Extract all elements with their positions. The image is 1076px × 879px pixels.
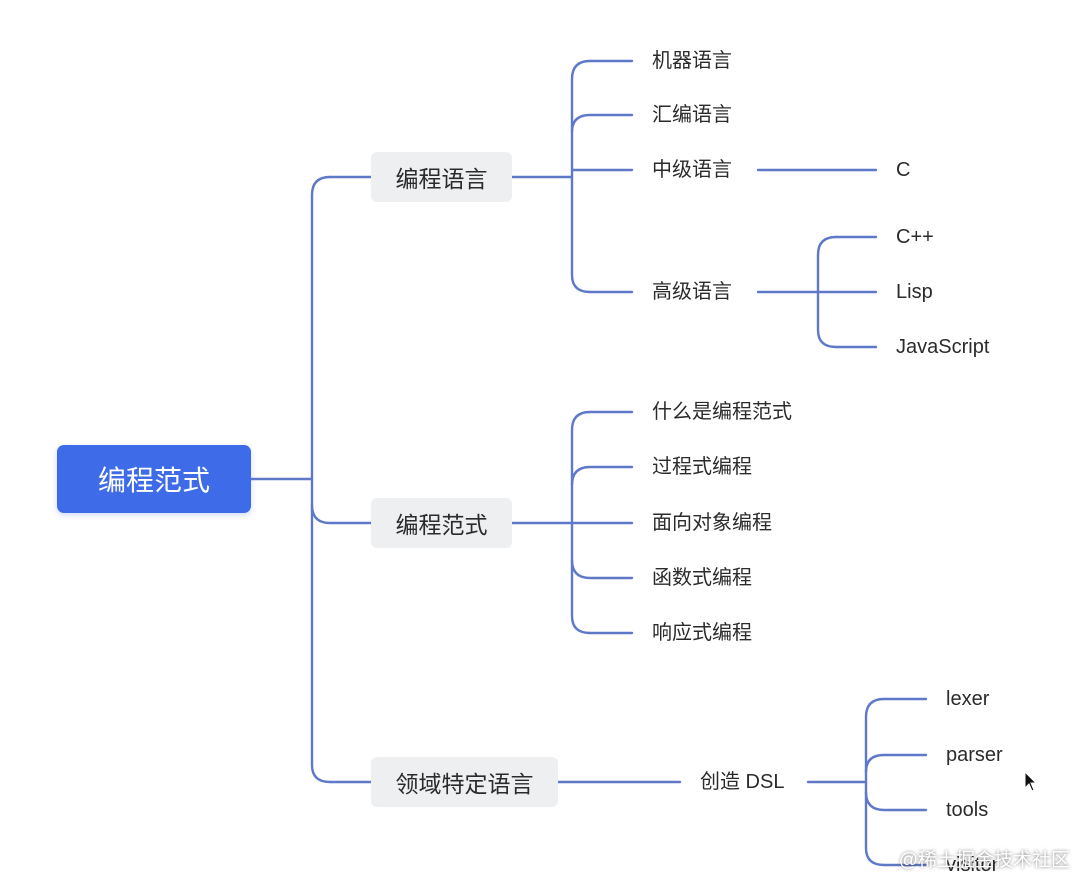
connector-b2-c2	[570, 465, 634, 487]
leaf-visitor[interactable]: visitor	[946, 854, 999, 876]
leaf-javascript[interactable]: JavaScript	[896, 336, 990, 358]
leaf-procedural[interactable]: 过程式编程	[652, 456, 752, 478]
root-node[interactable]: 编程范式	[57, 445, 251, 513]
leaf-lisp[interactable]: Lisp	[896, 281, 933, 303]
mouse-cursor-icon	[1024, 771, 1038, 792]
leaf-assembly-language[interactable]: 汇编语言	[652, 104, 732, 126]
leaf-lexer[interactable]: lexer	[946, 688, 990, 710]
branch-node-programming-languages[interactable]: 编程语言	[371, 152, 512, 202]
leaf-reactive[interactable]: 响应式编程	[652, 622, 752, 644]
connector-dsl-trunk	[864, 697, 886, 867]
connector-b2-c4	[570, 558, 634, 580]
leaf-tools[interactable]: tools	[946, 799, 989, 821]
connector-root-trunk	[310, 175, 332, 784]
watermark: @稀土掘金技术社区	[898, 850, 1070, 871]
leaf-c[interactable]: C	[896, 159, 911, 181]
connector-root-mid	[310, 503, 373, 525]
connector-b1-trunk	[570, 59, 592, 294]
leaf-object-oriented[interactable]: 面向对象编程	[652, 512, 772, 534]
branch-node-programming-paradigms[interactable]: 编程范式	[371, 498, 512, 548]
leaf-create-dsl[interactable]: 创造 DSL	[700, 771, 785, 793]
leaf-mid-level-language[interactable]: 中级语言	[652, 159, 732, 181]
leaf-functional[interactable]: 函数式编程	[652, 567, 752, 589]
connector-dsl-c2	[864, 753, 928, 774]
leaf-cpp[interactable]: C++	[896, 226, 934, 248]
branch-node-dsl[interactable]: 领域特定语言	[371, 757, 558, 807]
leaf-parser[interactable]: parser	[946, 744, 1003, 766]
leaf-high-level-language[interactable]: 高级语言	[652, 281, 732, 303]
leaf-what-is-paradigm[interactable]: 什么是编程范式	[652, 401, 792, 423]
connector-dsl-c3	[864, 790, 928, 812]
connector-b1-c2	[570, 113, 634, 134]
leaf-machine-language[interactable]: 机器语言	[652, 50, 732, 72]
